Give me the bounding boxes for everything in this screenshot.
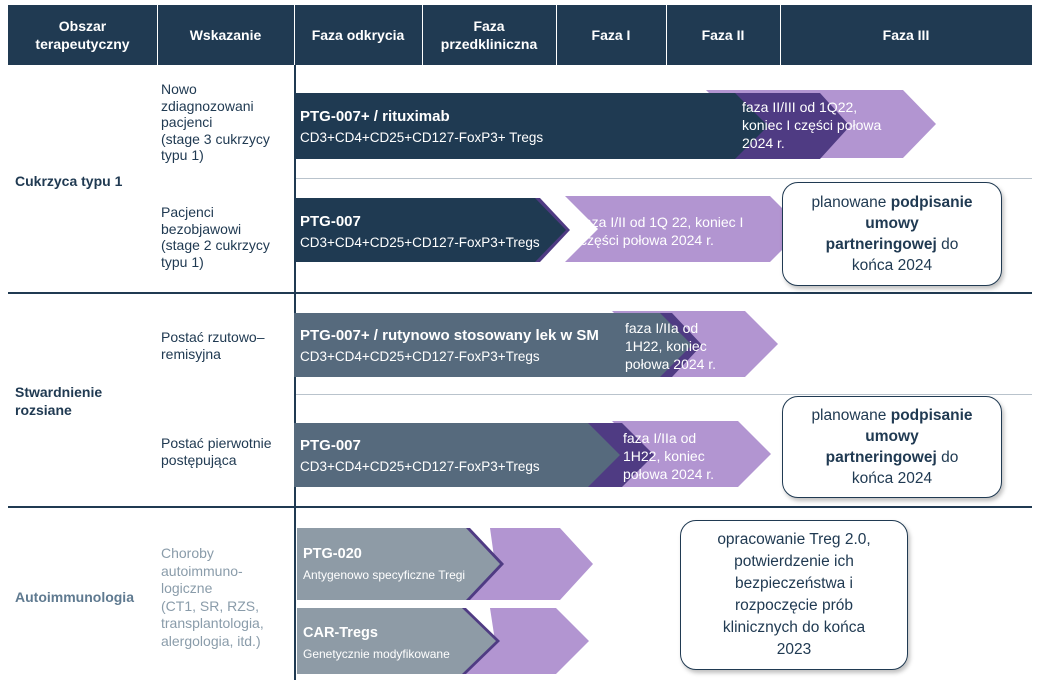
program-target: Genetycznie modyfikowane [303, 647, 450, 661]
program-bar-row3 [294, 313, 692, 377]
header-indication: Wskazanie [157, 5, 294, 65]
program-status: faza I/II od 1Q 22, koniec I części poło… [580, 214, 744, 248]
program-name: PTG-007 [300, 213, 361, 230]
header-preclinical: Faza przedkliniczna [422, 5, 556, 65]
header-divider [294, 5, 295, 65]
partnering-note: planowane podpisanie umowy partneringowe… [782, 182, 1002, 286]
note-bold-text: umowy [865, 428, 919, 445]
note-text: planowane [811, 194, 891, 211]
program-target: CD3+CD4+CD25+CD127-FoxP3+Tregs [300, 235, 540, 250]
program-name: PTG-007 [300, 437, 361, 454]
indication-asymptomatic: Pacjenci bezobjawowi (stage 2 cukrzycy t… [161, 204, 270, 270]
program-target: Antygenowo specyficzne Tregi [303, 568, 466, 582]
phase-arrow-row6 [462, 608, 589, 674]
program-name: CAR-Tregs [303, 625, 378, 641]
header-phase-1: Faza I [556, 5, 666, 65]
area-diabetes: Cukrzyca typu 1 [15, 173, 123, 189]
note-bold-text: podpisanie [890, 194, 973, 211]
indication-autoimmune: Choroby autoimmuno- logiczne (CT1, SR, R… [161, 545, 264, 649]
note-text: opracowanie Treg 2.0, potwierdzenie ich … [717, 531, 871, 658]
program-name-clip: PTG-007+ / rutynowo stosowany lek w SM [300, 327, 622, 347]
header-discovery: Faza odkrycia [294, 5, 422, 65]
section-divider [8, 292, 1032, 294]
header-phase-2: Faza II [666, 5, 780, 65]
header-area: Obszar terapeutyczny [8, 5, 157, 65]
program-bar-row4 [294, 423, 620, 487]
note-text: planowane [811, 407, 891, 424]
phase-arrow-row5 [462, 528, 593, 600]
program-bar-row2 [294, 198, 566, 262]
area-ms: Stwardnienie rozsiane [15, 384, 103, 418]
note-bold-text: umowy [865, 215, 919, 232]
header-phase-3: Faza III [780, 5, 1032, 65]
row-divider [296, 394, 1032, 395]
program-target: CD3+CD4+CD25+CD127-FoxP3+Tregs [300, 459, 540, 474]
header-divider [780, 5, 781, 65]
phase-arrow-row2 [565, 196, 803, 262]
note-bold-text: partneringowej [825, 449, 937, 466]
partnering-note: planowane podpisanie umowy partneringowe… [782, 396, 1002, 498]
row-divider [296, 178, 1032, 179]
program-name: PTG-020 [303, 546, 362, 562]
program-target: CD3+CD4+CD25+CD127-FoxP3+ Tregs [300, 130, 544, 145]
program-target: CD3+CD4+CD25+CD127-FoxP3+Tregs [300, 349, 540, 364]
program-status: faza I/IIa od 1H22, koniec połowa 2024 r… [625, 320, 717, 372]
section-divider [8, 506, 1032, 508]
treg-note: opracowanie Treg 2.0, potwierdzenie ich … [680, 520, 908, 670]
note-text: do końca 2024 [851, 236, 959, 274]
indication-relapsing-remitting: Postać rzutowo– remisyjna [161, 329, 265, 362]
program-bar-row6 [297, 608, 496, 674]
program-status: faza II/III od 1Q22, koniec I części poł… [742, 99, 882, 151]
header-divider [157, 5, 158, 65]
note-bold-text: partneringowej [825, 236, 937, 253]
program-name: PTG-007+ / rutynowo stosowany lek w SM [300, 327, 599, 344]
header-divider [666, 5, 667, 65]
program-bar-row5 [297, 528, 500, 600]
note-bold-text: podpisanie [890, 407, 973, 424]
indication-primary-progressive: Postać pierwotnie postępująca [161, 435, 272, 468]
program-name: PTG-007+ / rituximab [300, 108, 450, 125]
header-divider [422, 5, 423, 65]
header-divider [556, 5, 557, 65]
indication-newly-diagnosed: Nowo zdiagnozowani pacjenci (stage 3 cuk… [161, 81, 270, 163]
program-bar-row1 [294, 93, 768, 159]
phase-arrow-row4 [612, 421, 771, 487]
area-autoimmunology: Autoimmunologia [15, 589, 134, 605]
program-status: faza I/IIa od 1H22, koniec połowa 2024 r… [623, 430, 715, 482]
note-text: do końca 2024 [851, 449, 959, 487]
